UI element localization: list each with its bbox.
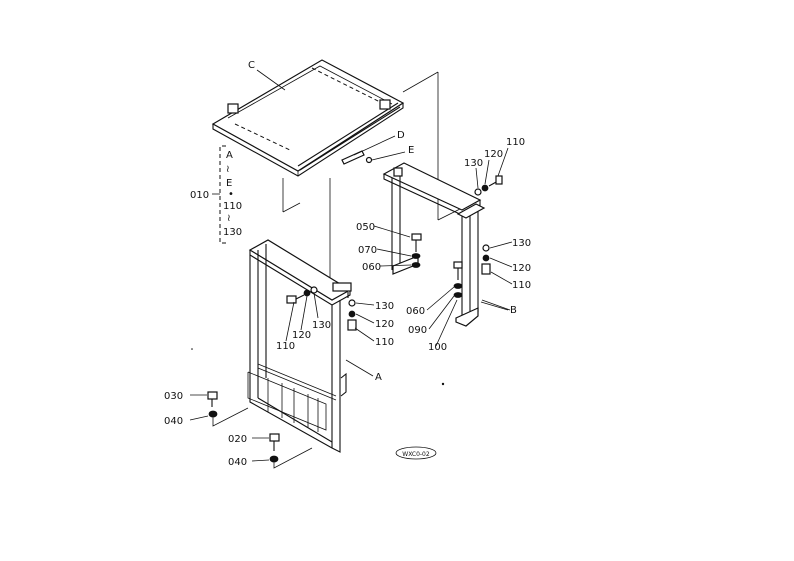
label-120c: 120 xyxy=(375,319,394,330)
fastener-washer-090 xyxy=(453,292,463,298)
range-line-3: E xyxy=(226,178,232,189)
label-120b: 120 xyxy=(512,263,531,274)
fastener-set-right-side xyxy=(481,244,491,275)
top-cover-panel xyxy=(211,59,405,177)
label-110a: 110 xyxy=(506,137,525,148)
range-line-2: ≀ xyxy=(226,164,230,175)
fastener-set-left-front xyxy=(286,286,318,304)
fastener-bolt-100 xyxy=(453,261,463,280)
label-110c: 110 xyxy=(375,337,394,348)
label-110b: 110 xyxy=(512,280,531,291)
fastener-washer-060b xyxy=(453,283,463,289)
label-e: E xyxy=(408,145,414,156)
fastener-set-left-side xyxy=(347,299,357,331)
part-d-strip xyxy=(341,150,365,165)
stray-dot xyxy=(191,348,193,350)
range-line-6: ≀ xyxy=(227,213,231,224)
part-e-pin xyxy=(365,156,373,164)
label-130c: 130 xyxy=(375,301,394,312)
fastener-washer-040b xyxy=(269,455,279,463)
label-050: 050 xyxy=(356,222,375,233)
label-070: 070 xyxy=(358,245,377,256)
range-line-4: • xyxy=(228,189,234,200)
stray-dot xyxy=(441,382,445,386)
frame-b xyxy=(382,162,486,327)
label-120d: 120 xyxy=(292,330,311,341)
fastener-washer-040a xyxy=(208,410,218,418)
label-020: 020 xyxy=(228,434,247,445)
fastener-washer-070 xyxy=(411,253,421,259)
range-bracket-text: A ≀ E • 110 ≀ 130 xyxy=(223,150,242,238)
leader-lines xyxy=(189,69,513,469)
range-line-7: 130 xyxy=(223,227,242,238)
drawing-code-badge: WXC0-02 xyxy=(395,446,437,460)
fastener-set-right-top xyxy=(474,175,503,196)
label-100: 100 xyxy=(428,342,447,353)
label-060a: 060 xyxy=(362,262,381,273)
label-030: 030 xyxy=(164,391,183,402)
fastener-bolt-030 xyxy=(207,391,218,407)
label-130b: 130 xyxy=(512,238,531,249)
label-130d: 130 xyxy=(312,320,331,331)
drawing-code: WXC0-02 xyxy=(402,451,430,458)
label-110d: 110 xyxy=(276,341,295,352)
label-010: 010 xyxy=(190,190,209,201)
label-120a: 120 xyxy=(484,149,503,160)
callout-labels: C D E A B 010 030 040 020 040 050 070 06… xyxy=(164,60,531,468)
range-line-5: 110 xyxy=(223,201,242,212)
label-d: D xyxy=(397,130,405,141)
frame-a xyxy=(247,239,352,453)
label-090: 090 xyxy=(408,325,427,336)
range-bracket-010 xyxy=(212,145,226,244)
fastener-bolt-050 xyxy=(411,233,422,252)
label-c: C xyxy=(248,60,255,71)
label-060b: 060 xyxy=(406,306,425,317)
fastener-nut-060a xyxy=(411,262,421,268)
range-line-1: A xyxy=(226,150,233,161)
label-a: A xyxy=(375,372,382,383)
label-040a: 040 xyxy=(164,416,183,427)
label-040b: 040 xyxy=(228,457,247,468)
label-b: B xyxy=(510,305,517,316)
fastener-bolt-020 xyxy=(269,433,280,451)
label-130a: 130 xyxy=(464,158,483,169)
